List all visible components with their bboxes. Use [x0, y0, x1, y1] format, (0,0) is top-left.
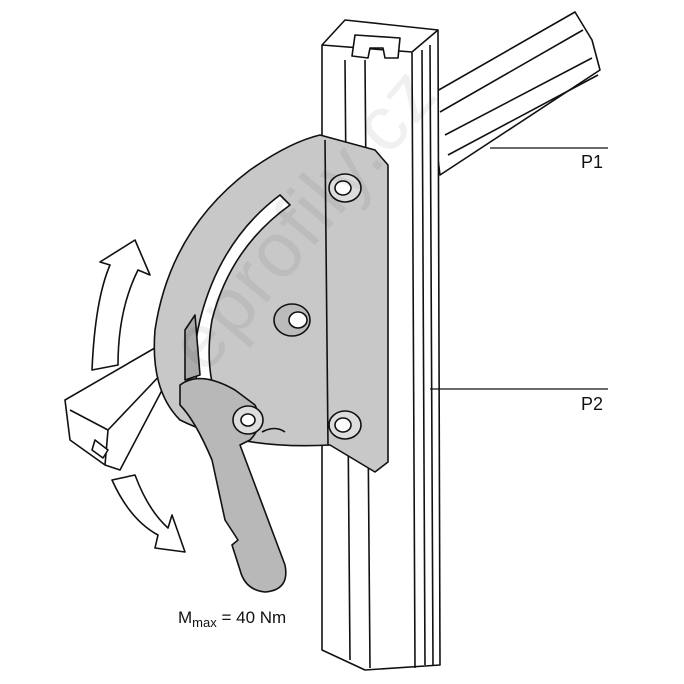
rotate-up-arrow	[91, 239, 151, 371]
max-torque-label: Mmax = 40 Nm	[178, 608, 286, 630]
label-p1: P1	[581, 152, 604, 172]
torque-subscript: max	[192, 615, 217, 630]
torque-symbol: M	[178, 608, 193, 627]
torque-value: = 40 Nm	[216, 608, 287, 627]
clamping-lever	[179, 377, 287, 593]
profile-p1	[429, 11, 601, 176]
rotate-down-arrow	[111, 474, 186, 553]
label-p2: P2	[581, 394, 604, 414]
